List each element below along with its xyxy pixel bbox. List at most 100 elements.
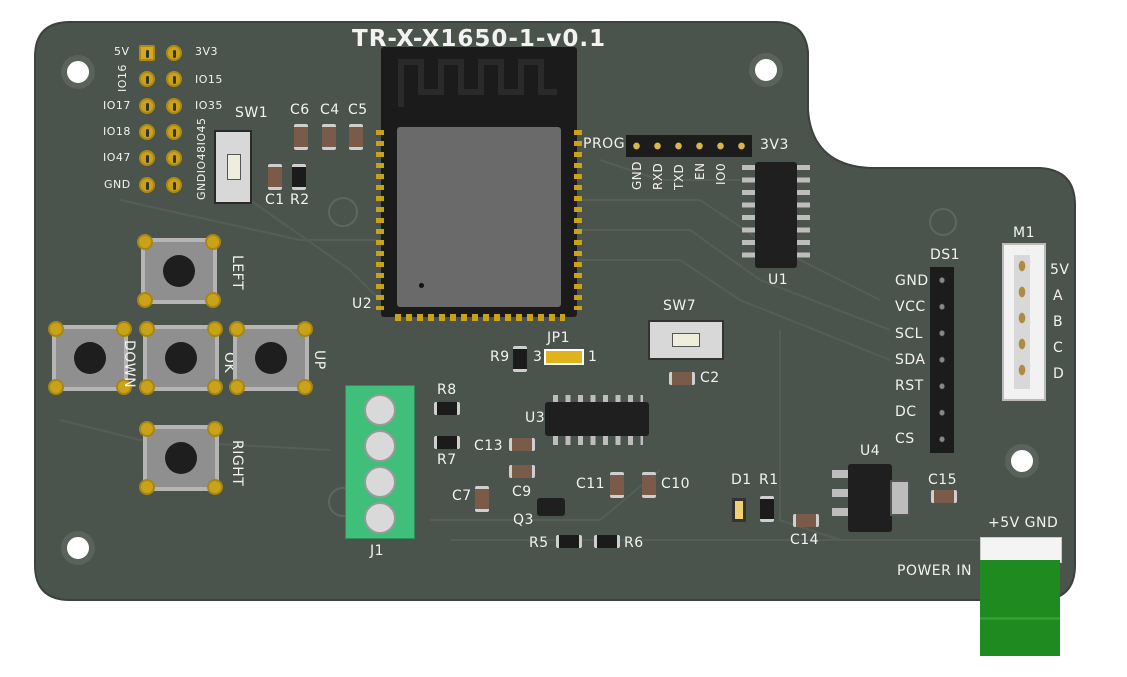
prog-header [626,135,752,157]
c10-label: C10 [661,476,691,492]
header-pin [139,71,155,87]
capacitor-c1 [268,164,282,190]
right-button[interactable] [139,421,223,495]
down-button[interactable] [48,321,132,395]
ok-button[interactable] [139,321,223,395]
capacitor-c6 [294,124,308,150]
display-pin-label: CS [895,431,915,447]
c6-label: C6 [290,102,310,118]
resistor-r2 [292,164,306,190]
capacitor-c7 [475,486,489,512]
display-header-ds1 [930,267,954,453]
header-pin [139,124,155,140]
u2-label: U2 [352,296,373,312]
resistor-r5 [556,535,582,548]
header-vertical-label: GNDIO48IO45 [195,117,208,200]
sw7-button[interactable] [648,320,724,360]
encoder-pin-label: D [1053,366,1065,382]
header-label: IO17 [103,99,131,112]
header-pin [166,150,182,166]
capacitor-c4 [322,124,336,150]
header-pin [166,45,182,61]
header-label: IO15 [195,73,223,86]
header-pin [166,98,182,114]
capacitor-c10 [642,472,656,498]
power-connector[interactable] [980,560,1060,656]
header-pin [139,150,155,166]
header-pin [139,98,155,114]
resistor-r6 [594,535,620,548]
r6-label: R6 [624,535,644,551]
capacitor-c5 [349,124,363,150]
c14-label: C14 [790,532,820,548]
u3-label: U3 [525,410,546,426]
resistor-r7 [434,436,460,449]
display-pin-label: DC [895,404,917,420]
r2-label: R2 [290,192,310,208]
prog-pin-label: TXD [672,163,686,190]
c15-label: C15 [928,472,958,488]
header-label: GND [104,178,131,191]
power-pins-label: +5V GND [988,515,1059,531]
header-label: IO18 [103,125,131,138]
ic-u1 [755,162,797,268]
led-d1 [732,498,746,522]
header-label: IO16 [116,64,129,92]
r9-label: R9 [490,349,510,365]
resistor-r9 [513,346,527,372]
header-label: IO35 [195,99,223,112]
sw1-label: SW1 [235,105,269,121]
right-button-label: RIGHT [229,440,245,487]
encoder-pin-label: B [1053,314,1064,330]
c4-label: C4 [320,102,340,118]
encoder-pin-label: C [1053,340,1064,356]
antenna-icon [398,59,557,107]
u4-label: U4 [860,443,881,459]
ic-u3 [545,402,649,436]
encoder-connector-m1 [1002,243,1046,401]
ds1-label: DS1 [930,247,961,263]
header-pin [139,45,155,61]
prog-label: PROG [583,136,626,152]
display-pin-label: GND [895,273,929,289]
display-pin-label: SCL [895,326,923,342]
capacitor-c13 [509,438,535,451]
sw7-label: SW7 [663,298,697,314]
c9-label: C9 [512,484,532,500]
prog-3v3-label: 3V3 [760,137,789,153]
transistor-q3 [537,498,565,516]
encoder-pin-label: 5V [1050,262,1070,278]
header-pin [166,177,182,193]
capacitor-c9 [509,465,535,478]
r1-label: R1 [759,472,779,488]
header-label: 5V [114,45,130,58]
power-in-label: POWER IN [897,563,972,579]
display-pin-label: SDA [895,352,926,368]
capacitor-c11 [610,472,624,498]
q3-label: Q3 [513,512,534,528]
capacitor-c14 [793,514,819,527]
c13-label: C13 [474,438,504,454]
header-label: 3V3 [195,45,219,58]
sw1-button[interactable] [214,130,252,204]
regulator-u4 [848,464,892,532]
c7-label: C7 [452,488,472,504]
esp32-module-u2 [381,47,577,317]
j1-label: J1 [370,543,385,559]
c2-label: C2 [700,370,720,386]
header-pin [166,71,182,87]
r5-label: R5 [529,535,549,551]
c1-label: C1 [265,192,285,208]
terminal-block-j1 [345,385,415,539]
up-button[interactable] [229,321,313,395]
c5-label: C5 [348,102,368,118]
left-button[interactable] [137,234,221,308]
encoder-pin-label: A [1053,288,1064,304]
prog-pin-label: GND [630,160,644,190]
resistor-r1 [760,496,774,522]
display-pin-label: VCC [895,299,926,315]
capacitor-c2 [669,372,695,385]
jp1-pin1-label: 1 [588,349,598,365]
header-pin [166,124,182,140]
jumper-jp1[interactable] [544,349,584,365]
